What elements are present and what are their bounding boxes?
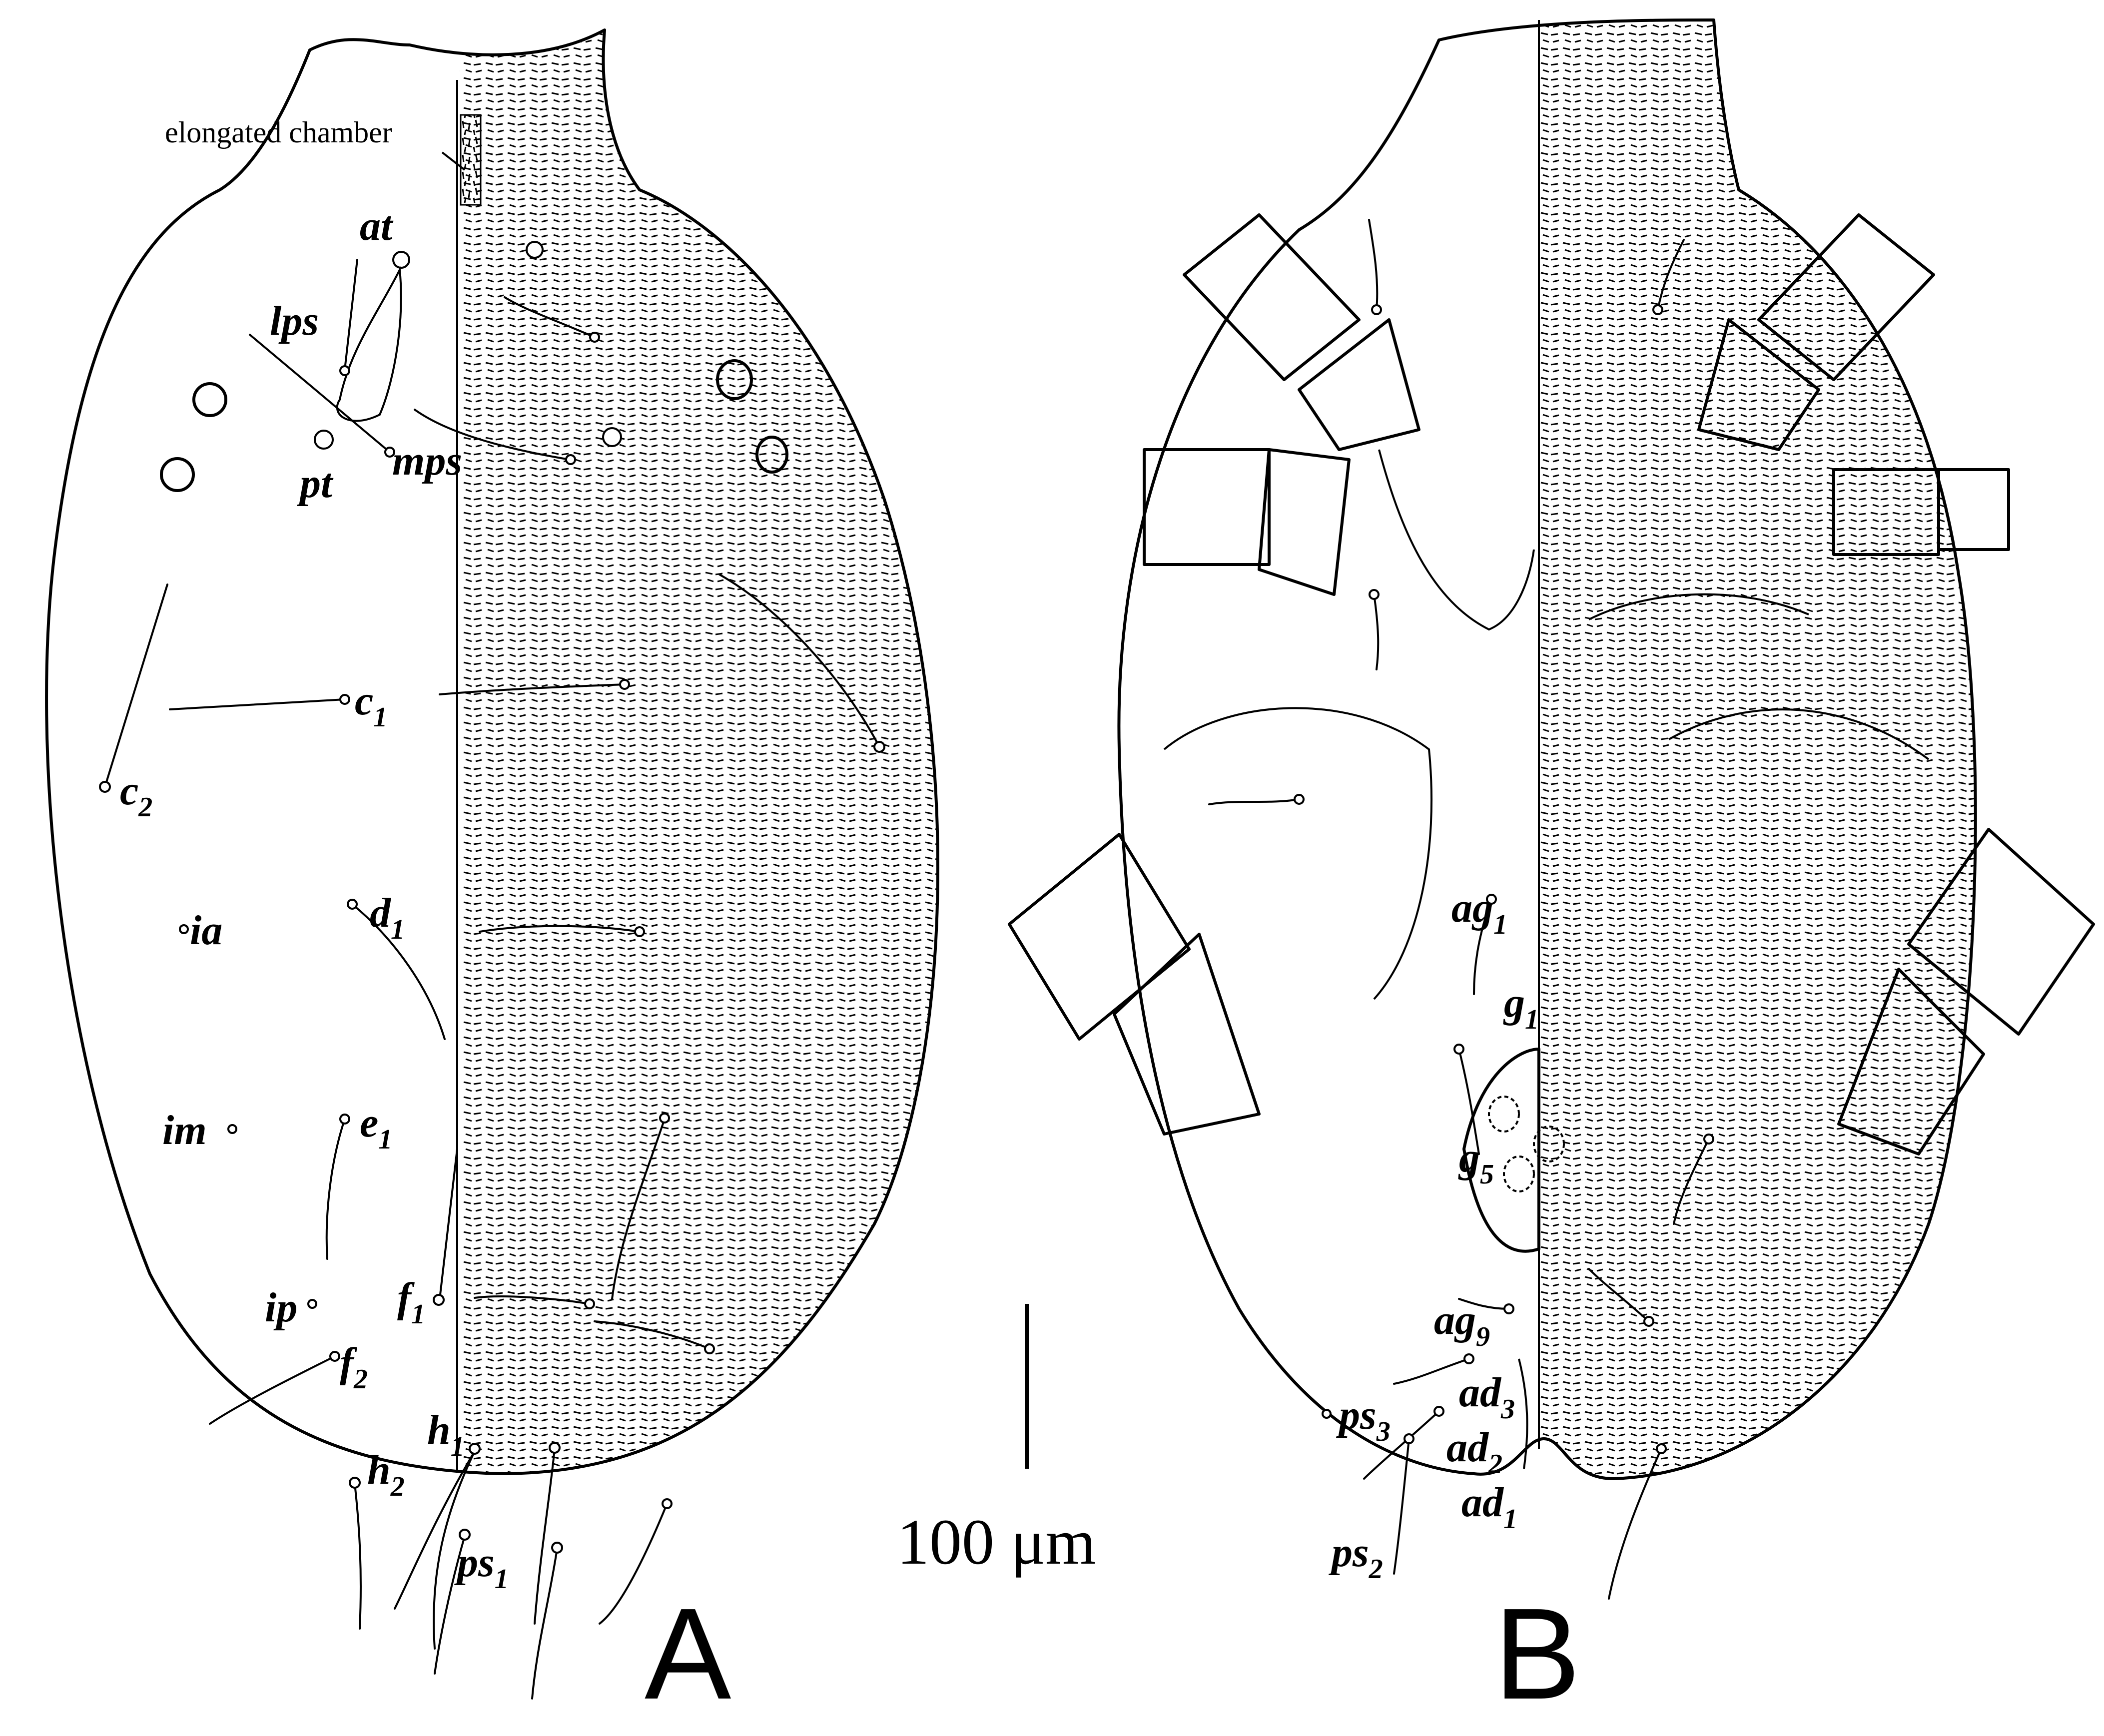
scale-bar-label: 100 μm bbox=[897, 1506, 1096, 1578]
e1-seta bbox=[325, 1118, 346, 1260]
ia-gland bbox=[179, 924, 189, 934]
f1-seta bbox=[439, 1148, 458, 1300]
elongated-chamber-pointer bbox=[441, 151, 466, 171]
panel-b-setae bbox=[1208, 219, 1714, 1600]
lps-label: lps bbox=[270, 298, 319, 344]
h2-seta bbox=[354, 1483, 362, 1630]
at-socket bbox=[392, 251, 410, 269]
at-label: at bbox=[360, 203, 394, 249]
d1-label: d1 bbox=[370, 890, 405, 945]
panel-a-lens-left-lower bbox=[160, 457, 195, 492]
panel-a-lens-right-upper bbox=[716, 359, 753, 400]
panel-a-lens-left-upper bbox=[192, 382, 227, 417]
panel-b-body-outline bbox=[1117, 18, 1977, 1480]
h2-label: h2 bbox=[367, 1447, 405, 1502]
c2-label: c2 bbox=[120, 767, 152, 823]
f2-seta bbox=[209, 1355, 336, 1425]
coxa-iii-iv-right bbox=[1668, 708, 1930, 760]
panel-b-label: B bbox=[1494, 1582, 1580, 1727]
elongated-chamber bbox=[460, 114, 482, 206]
pt-socket bbox=[314, 430, 334, 450]
h1-label: h1 bbox=[427, 1407, 465, 1462]
ps2-label: ps2 bbox=[1329, 1529, 1383, 1585]
e1-label: e1 bbox=[360, 1100, 392, 1155]
panel-a-right-setae bbox=[414, 296, 885, 1700]
panel-a-label: A bbox=[645, 1582, 732, 1727]
pt-label: pt bbox=[297, 460, 334, 507]
f1-label: f1 bbox=[397, 1274, 425, 1330]
ad1-label: ad1 bbox=[1461, 1479, 1517, 1535]
panel-a-cuticle-striation bbox=[460, 30, 938, 1474]
ad3-label: ad3 bbox=[1459, 1369, 1515, 1425]
coxa-iii-iv-left bbox=[1163, 707, 1433, 1000]
panel-a-body-outline bbox=[45, 28, 940, 1475]
panel-a-lens-right-lower bbox=[755, 436, 788, 474]
ps1-label: ps1 bbox=[454, 1539, 509, 1595]
genital-papilla-2 bbox=[1533, 1126, 1565, 1162]
ia-label: ia bbox=[190, 907, 222, 954]
panel-a-right-socket-upper bbox=[526, 241, 544, 259]
genital-plate-left bbox=[1462, 1048, 1540, 1253]
c1-label: c1 bbox=[355, 677, 387, 733]
ag9-label: ag9 bbox=[1434, 1297, 1490, 1352]
scale-bar: 100 μm bbox=[897, 1304, 1096, 1578]
im-gland bbox=[227, 1124, 237, 1134]
im-label: im bbox=[162, 1107, 207, 1154]
ip-label: ip bbox=[265, 1284, 297, 1331]
ag1-label: ag1 bbox=[1451, 885, 1507, 940]
panel-a-setae bbox=[99, 259, 481, 1675]
h1-seta bbox=[394, 1450, 476, 1610]
panel-a-dorsal-view: elongated chamber at lps pt mps c1 c2 ia… bbox=[45, 28, 940, 1727]
lps-seta bbox=[344, 259, 358, 371]
h1-seta-a bbox=[433, 1450, 476, 1650]
g5-label: g5 bbox=[1458, 1135, 1494, 1190]
ad2-label: ad2 bbox=[1446, 1424, 1502, 1480]
d1-seta bbox=[351, 903, 446, 1040]
ip-gland bbox=[307, 1299, 317, 1309]
panel-b-legs bbox=[1008, 213, 2095, 1156]
prodorsal-sclerite bbox=[336, 266, 402, 422]
coxa-i-ii-right bbox=[1588, 593, 1809, 620]
g1-label: g1 bbox=[1503, 980, 1539, 1035]
elongated-chamber-label: elongated chamber bbox=[165, 116, 392, 149]
ps3-gland bbox=[1322, 1409, 1332, 1419]
ps1-seta bbox=[434, 1535, 466, 1675]
c1-seta bbox=[169, 698, 346, 710]
anal-opening-left bbox=[1518, 1358, 1528, 1469]
coxa-i-ii-left bbox=[1378, 449, 1535, 631]
c2-seta bbox=[104, 583, 168, 788]
f2-label: f2 bbox=[340, 1339, 368, 1395]
panel-b-ventral-view: ag1 g1 g5 ag9 ps3 ad3 ad2 ad1 ps2 B bbox=[1008, 18, 2095, 1727]
genital-papilla-1 bbox=[1488, 1096, 1520, 1133]
ps3-label: ps3 bbox=[1336, 1392, 1391, 1447]
mps-seta bbox=[249, 334, 391, 453]
panel-a-right-socket-lower bbox=[602, 427, 622, 447]
mps-label: mps bbox=[392, 438, 462, 484]
genital-papilla-3 bbox=[1503, 1156, 1535, 1192]
